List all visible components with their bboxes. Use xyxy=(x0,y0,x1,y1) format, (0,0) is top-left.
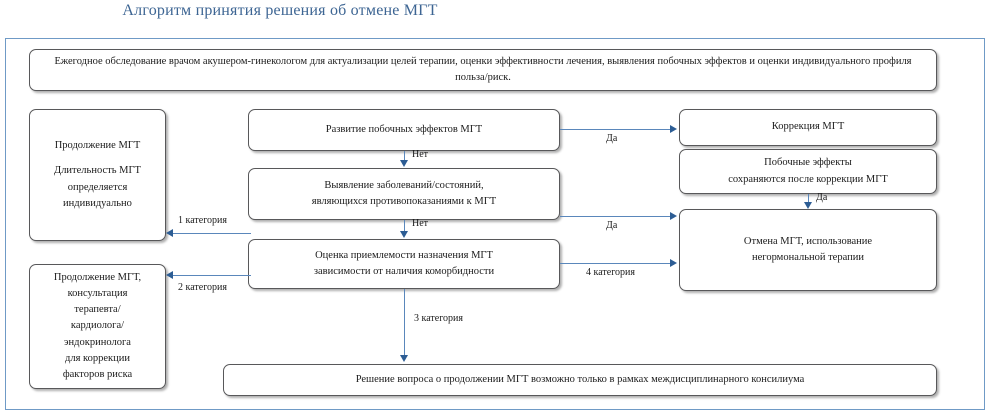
edge-contraindications-to-acceptability xyxy=(404,220,405,232)
edge-label-no-2: Нет xyxy=(412,218,429,229)
node-continue-mht-line1: Продолжение МГТ xyxy=(54,139,141,151)
edge-label-no-1: Нет xyxy=(412,149,429,160)
node-consilium: Решение вопроса о продолжении МГТ возмож… xyxy=(223,364,937,396)
arrowhead-down-1 xyxy=(400,160,408,167)
node-consult-specialists: Продолжение МГТ, консультация терапевта/… xyxy=(29,264,166,389)
node-acceptability-line2: зависимости от наличия коморбидности xyxy=(313,266,495,277)
edge-side-effects-to-correction xyxy=(560,129,672,130)
edge-acceptability-to-consult xyxy=(173,275,251,276)
arrowhead-down-2 xyxy=(400,231,408,238)
node-continue-mht-line3: определяется xyxy=(67,181,128,193)
node-cancel-mht-line1: Отмена МГТ, использование xyxy=(743,235,873,247)
node-consult-line1: Продолжение МГТ, xyxy=(53,271,142,283)
diagram-frame: Ежегодное обследование врачом акушером-г… xyxy=(5,38,985,410)
edge-persist-to-cancel xyxy=(808,194,809,204)
edge-label-cat-4: 4 категория xyxy=(586,267,635,278)
edge-acceptability-to-continue xyxy=(173,233,251,234)
page-title: Алгоритм принятия решения об отмене МГТ xyxy=(122,2,438,19)
edge-label-yes-3: Да xyxy=(816,192,828,203)
node-cancel-mht: Отмена МГТ, использование негормональной… xyxy=(679,209,937,291)
node-side-effects-label: Развитие побочных эффектов МГТ xyxy=(325,123,483,135)
node-effects-persist-line1: Побочные эффекты xyxy=(764,157,852,169)
arrowhead-right-3 xyxy=(670,259,677,267)
node-effects-persist: Побочные эффекты сохраняются после корре… xyxy=(679,149,937,194)
node-annual-exam: Ежегодное обследование врачом акушером-г… xyxy=(29,49,937,91)
node-acceptability-line1: Оценка приемлемости назначения МГТ xyxy=(315,249,493,261)
node-side-effects: Развитие побочных эффектов МГТ xyxy=(248,109,560,151)
node-continue-mht: Продолжение МГТ Длительность МГТ определ… xyxy=(29,109,166,241)
node-continue-mht-line2: Длительность МГТ xyxy=(54,165,141,177)
edge-label-yes-1: Да xyxy=(606,133,618,144)
edge-label-cat-2: 2 категория xyxy=(178,282,227,293)
arrowhead-left-2 xyxy=(166,271,173,279)
edge-acceptability-to-cancel xyxy=(560,263,672,264)
node-consult-line6: для коррекции xyxy=(65,352,130,364)
node-contraindications: Выявление заболеваний/состояний, являющи… xyxy=(248,168,560,220)
arrowhead-right-2 xyxy=(670,212,677,220)
node-acceptability: Оценка приемлемости назначения МГТ завис… xyxy=(248,239,560,289)
node-correction-label: Коррекция МГТ xyxy=(771,121,845,133)
arrowhead-down-4 xyxy=(400,355,408,362)
node-cancel-mht-line2: негормональной терапии xyxy=(752,252,864,263)
edge-label-cat-3: 3 категория xyxy=(414,313,463,324)
node-consult-line3: терапевта/ xyxy=(74,304,121,316)
node-consult-line4: кардиолога/ xyxy=(70,320,125,332)
arrowhead-down-3 xyxy=(804,202,812,209)
edge-label-cat-1: 1 категория xyxy=(178,215,227,226)
node-annual-exam-label: Ежегодное обследование врачом акушером-г… xyxy=(54,55,912,83)
node-correction: Коррекция МГТ xyxy=(679,109,937,146)
edge-contraindications-to-cancel xyxy=(560,216,672,217)
arrowhead-left-1 xyxy=(166,229,173,237)
edge-acceptability-to-consilium xyxy=(404,289,405,356)
node-contraindications-line2: являющихся противопоказаниями к МГТ xyxy=(311,196,497,207)
node-effects-persist-line2: сохраняются после коррекции МГТ xyxy=(728,173,888,185)
node-consult-line2: консультация xyxy=(67,287,128,299)
edge-side-effects-to-contraindications xyxy=(404,151,405,162)
node-consult-line7: факторов риска xyxy=(62,369,133,381)
arrowhead-right-1 xyxy=(670,125,677,133)
node-continue-mht-line4: индивидуально xyxy=(63,197,132,209)
node-consilium-label: Решение вопроса о продолжении МГТ возмож… xyxy=(355,373,805,385)
node-consult-line5: эндокринолога xyxy=(64,336,131,348)
edge-label-yes-2: Да xyxy=(606,220,618,231)
node-contraindications-line1: Выявление заболеваний/состояний, xyxy=(324,179,484,191)
